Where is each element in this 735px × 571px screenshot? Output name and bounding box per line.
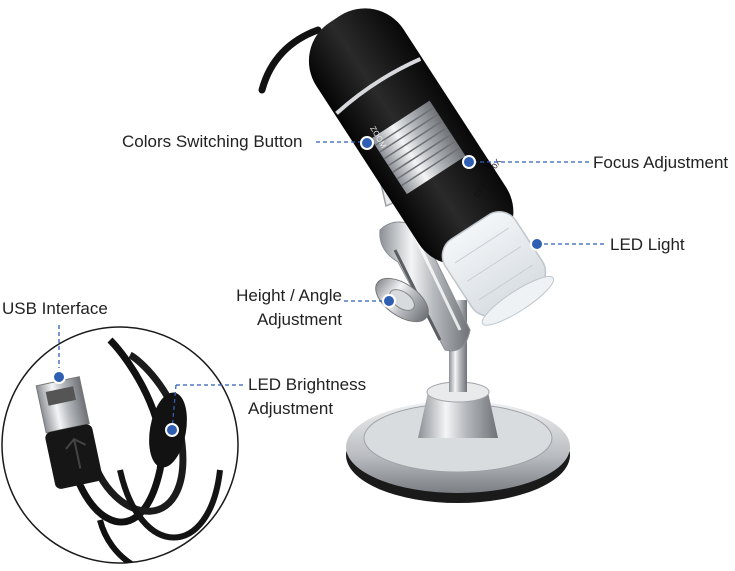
height-angle-marker: [382, 294, 396, 308]
led-brightness-label-line1: LED Brightness: [248, 375, 367, 394]
colors-switching-label: Colors Switching Button: [122, 132, 303, 151]
height-angle-label-line2: Adjustment: [256, 310, 342, 329]
led-light-label: LED Light: [610, 235, 685, 254]
led-brightness-marker: [165, 423, 179, 437]
usb-interface-label: USB Interface: [2, 299, 108, 318]
callout-markers: [52, 136, 544, 437]
focus-adjustment-label: Focus Adjustment: [593, 153, 729, 172]
stand-column: [379, 221, 471, 392]
led-brightness-label-line2: Adjustment: [248, 399, 334, 418]
stand-base: [346, 381, 570, 503]
height-angle-label: Height / Angle Adjustment: [222, 284, 342, 332]
led-brightness-label: LED Brightness Adjustment: [248, 373, 388, 421]
led-light-marker: [530, 237, 544, 251]
leader-lines: [58, 141, 607, 431]
height-angle-label-line1: Height / Angle: [236, 286, 342, 305]
microscope-body: [308, 8, 555, 326]
colors-switching-marker: [360, 136, 374, 150]
focus-adjustment-marker: [462, 155, 476, 169]
usb-inset: [1, 326, 239, 564]
height-angle-knob: [375, 277, 429, 323]
top-cable: [258, 26, 322, 94]
usb-interface-marker: [52, 370, 66, 384]
